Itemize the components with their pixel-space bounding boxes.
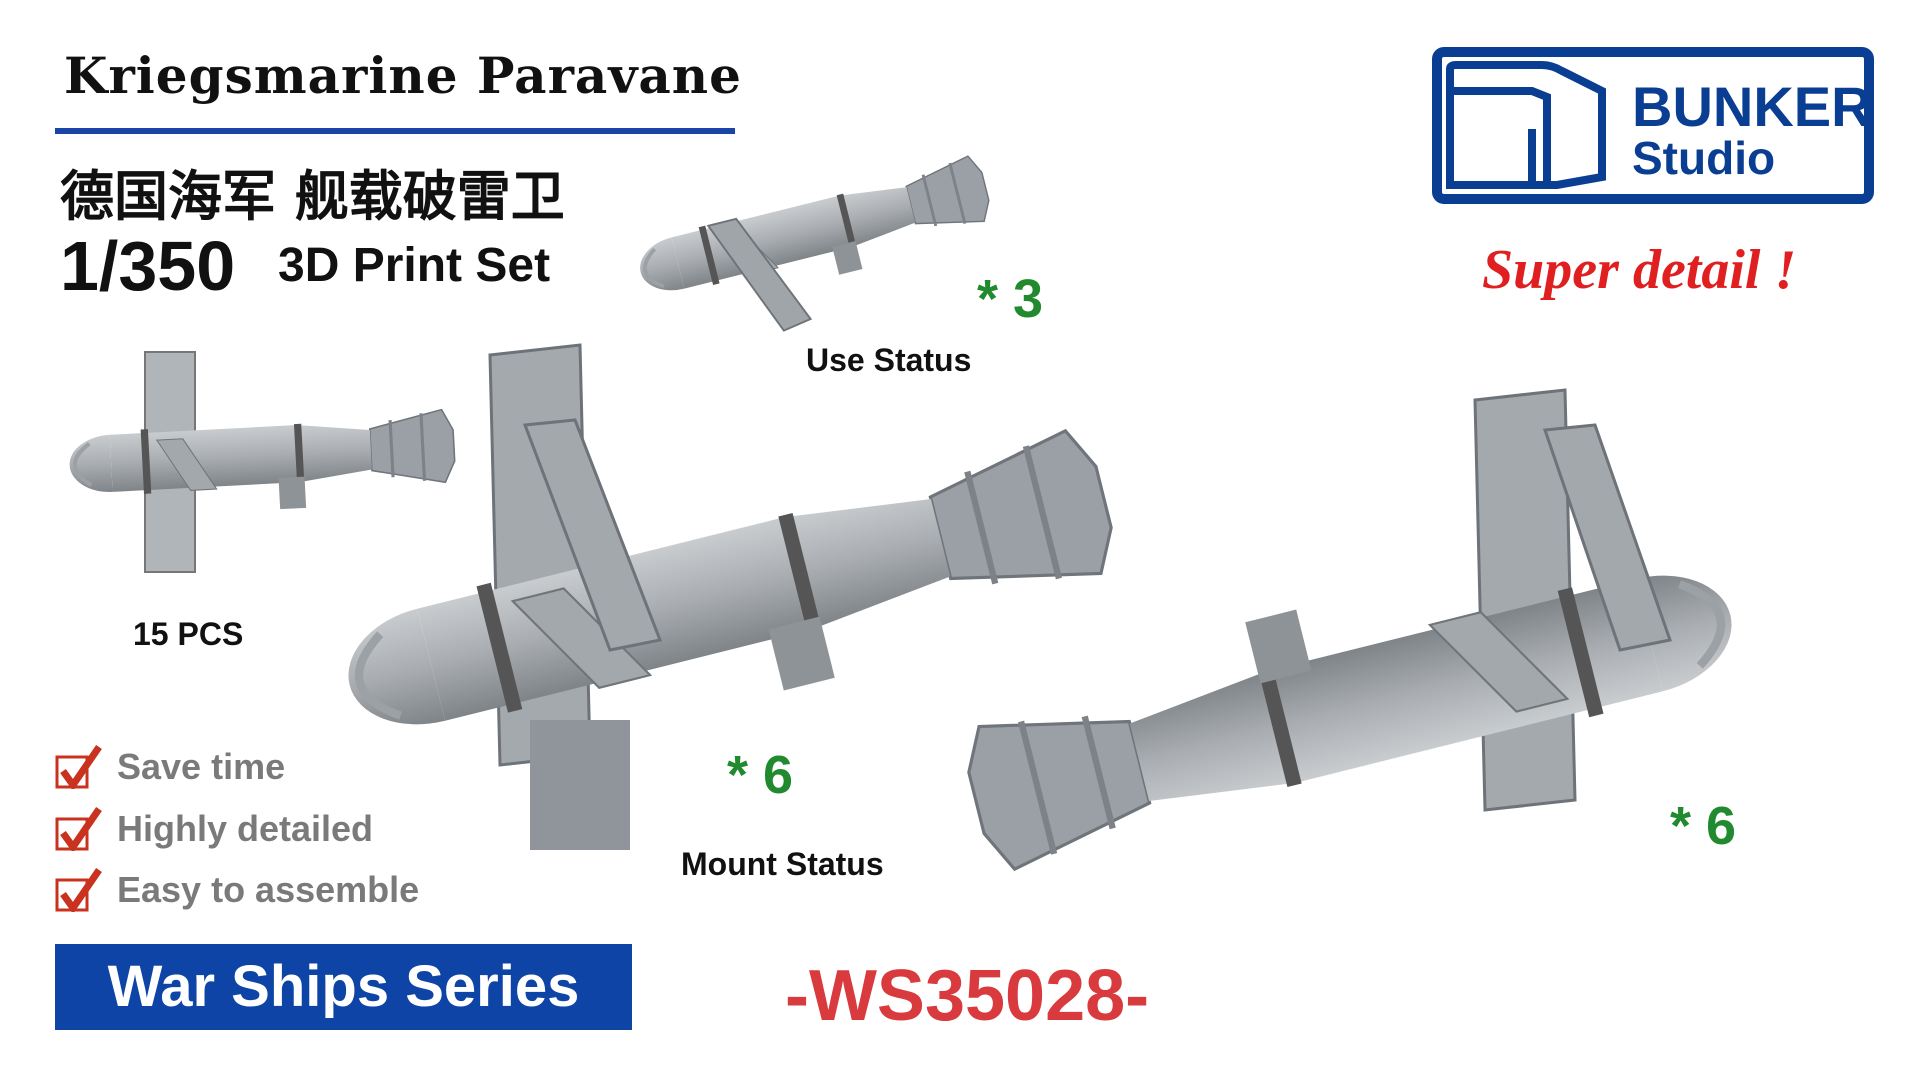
quantity-mount-status-right: * 6 (1670, 796, 1737, 856)
feature-item: Easy to assemble (55, 868, 419, 912)
caption-mount-status: Mount Status (681, 846, 884, 882)
quantity-use-status: * 3 (977, 269, 1044, 329)
product-title: Kriegsmarine Paravane (64, 46, 742, 105)
bunker-icon (1446, 61, 1606, 189)
title-divider (55, 128, 735, 134)
series-banner: War Ships Series (55, 944, 632, 1030)
feature-item: Save time (55, 745, 285, 789)
bunker-studio-logo: BUNKER Studio (1432, 47, 1874, 204)
feature-item: Highly detailed (55, 807, 373, 851)
checkbox-checked-icon (55, 868, 102, 912)
logo-text-studio: Studio (1632, 132, 1776, 184)
feature-label: Save time (117, 746, 286, 787)
caption-use-status: Use Status (806, 342, 972, 378)
paravane-front-view (68, 351, 457, 573)
checkbox-checked-icon (55, 807, 102, 851)
logo-text-bunker: BUNKER (1632, 75, 1872, 138)
feature-label: Highly detailed (117, 808, 374, 849)
paravane-mount-status-center (332, 343, 1130, 850)
checkbox-checked-icon (55, 745, 102, 789)
paravane-use-status (630, 151, 1000, 332)
feature-label: Easy to assemble (117, 869, 420, 910)
kit-type-label: 3D Print Set (278, 239, 551, 292)
product-title-chinese: 德国海军 舰载破雷卫 (60, 165, 565, 228)
scale-label: 1/350 (60, 227, 236, 305)
product-code: -WS35028- (785, 956, 1150, 1036)
quantity-mount-status-center: * 6 (727, 745, 794, 805)
caption-piece-count: 15 PCS (133, 616, 244, 652)
paravane-mount-status-right (950, 388, 1748, 874)
tagline: Super detail ! (1482, 239, 1797, 301)
